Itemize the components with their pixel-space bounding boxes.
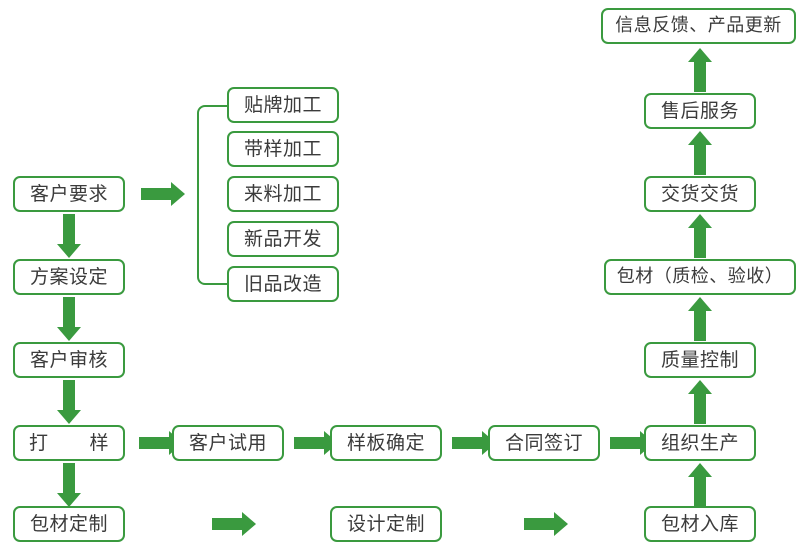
arrow-up-production-to-quality-control [686,380,714,424]
node-sample-processing[interactable]: 带样加工 [227,131,339,167]
arrow-down-request-to-plan [55,214,83,258]
node-material-processing[interactable]: 来料加工 [227,176,339,212]
arrow-up-packaging-qc-to-delivery [686,214,714,258]
node-sample-confirm[interactable]: 样板确定 [330,425,442,461]
arrow-down-plan-to-review [55,297,83,341]
node-design-custom[interactable]: 设计定制 [330,506,442,542]
node-after-sales[interactable]: 售后服务 [644,93,756,129]
node-quality-control[interactable]: 质量控制 [644,342,756,378]
node-new-product-dev[interactable]: 新品开发 [227,221,339,257]
node-customer-request[interactable]: 客户要求 [13,176,125,212]
arrow-up-storage-to-production [686,463,714,507]
node-sampling[interactable]: 打 样 [13,425,125,461]
node-sampling-char-2: 样 [89,431,109,454]
arrow-up-quality-to-packaging-qc [686,297,714,341]
node-sampling-char-1: 打 [29,431,49,454]
node-packaging-storage[interactable]: 包材入库 [644,506,756,542]
node-delivery[interactable]: 交货交货 [644,176,756,212]
arrow-right-design-to-packaging-storage [524,510,568,538]
node-old-product-remake[interactable]: 旧品改造 [227,266,339,302]
node-packaging-custom[interactable]: 包材定制 [13,506,125,542]
arrow-up-after-sales-to-feedback [686,48,714,92]
arrow-down-sampling-to-packaging-custom [55,463,83,507]
node-customer-trial[interactable]: 客户试用 [172,425,284,461]
arrow-down-review-to-sampling [55,380,83,424]
node-oem-processing[interactable]: 贴牌加工 [227,87,339,123]
node-plan-setting[interactable]: 方案设定 [13,259,125,295]
node-contract-signing[interactable]: 合同签订 [488,425,600,461]
arrow-right-packaging-custom-to-design [212,510,256,538]
arrow-right-request-to-branch [141,180,185,208]
arrow-up-delivery-to-after-sales [686,131,714,175]
node-packaging-qc[interactable]: 包材（质检、验收） [604,259,796,295]
node-feedback-update[interactable]: 信息反馈、产品更新 [601,8,796,44]
node-customer-review[interactable]: 客户审核 [13,342,125,378]
branch-bracket-connector [197,105,227,285]
node-organize-production[interactable]: 组织生产 [644,425,756,461]
